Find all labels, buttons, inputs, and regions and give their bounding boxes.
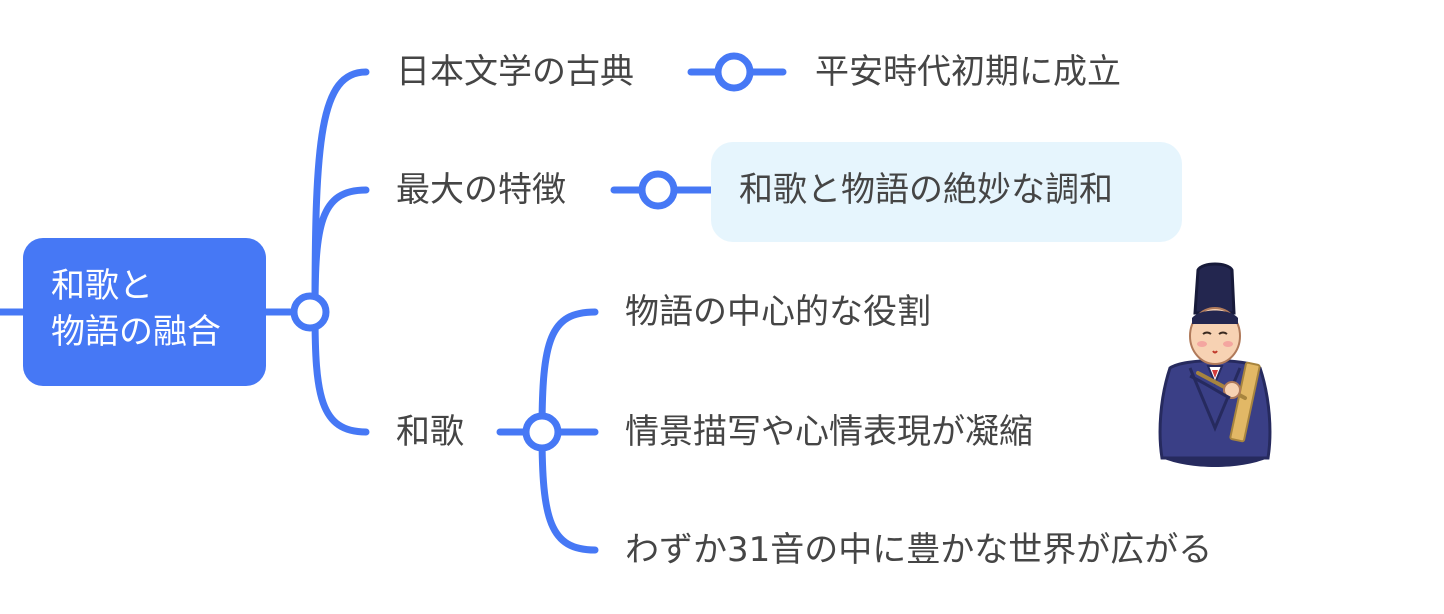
waka-child-condensed-expression[interactable]: 情景描写や心情表現が凝縮 <box>625 412 1033 452</box>
branch-classic[interactable]: 日本文学の古典 <box>396 52 634 92</box>
feature-child-harmony: 和歌と物語の絶妙な調和 <box>739 170 1113 210</box>
branch-waka[interactable]: 和歌 <box>396 412 464 452</box>
branch-feature[interactable]: 最大の特徴 <box>396 170 566 210</box>
feature-child-highlight[interactable] <box>711 142 1182 242</box>
waka-child-31-syllables[interactable]: わずか31音の中に豊かな世界が広がる <box>625 530 1213 570</box>
root-hub-circle <box>290 292 330 332</box>
branch-line-waka <box>311 308 370 436</box>
waka-hub-circle <box>522 412 562 452</box>
waka-line-1 <box>538 308 599 436</box>
root-node[interactable]: 和歌と 物語の融合 <box>23 238 266 386</box>
classic-connector-circle <box>714 52 754 92</box>
heian-noble-illustration <box>1158 262 1272 467</box>
root-label-line1: 和歌と <box>51 266 153 306</box>
branch-line-feature <box>311 186 370 316</box>
classic-child-heian[interactable]: 平安時代初期に成立 <box>815 52 1121 92</box>
waka-child-central-role[interactable]: 物語の中心的な役割 <box>625 292 931 332</box>
waka-line-3 <box>538 428 599 554</box>
feature-connector-circle <box>638 170 678 210</box>
root-label-line2: 物語の融合 <box>51 312 221 352</box>
